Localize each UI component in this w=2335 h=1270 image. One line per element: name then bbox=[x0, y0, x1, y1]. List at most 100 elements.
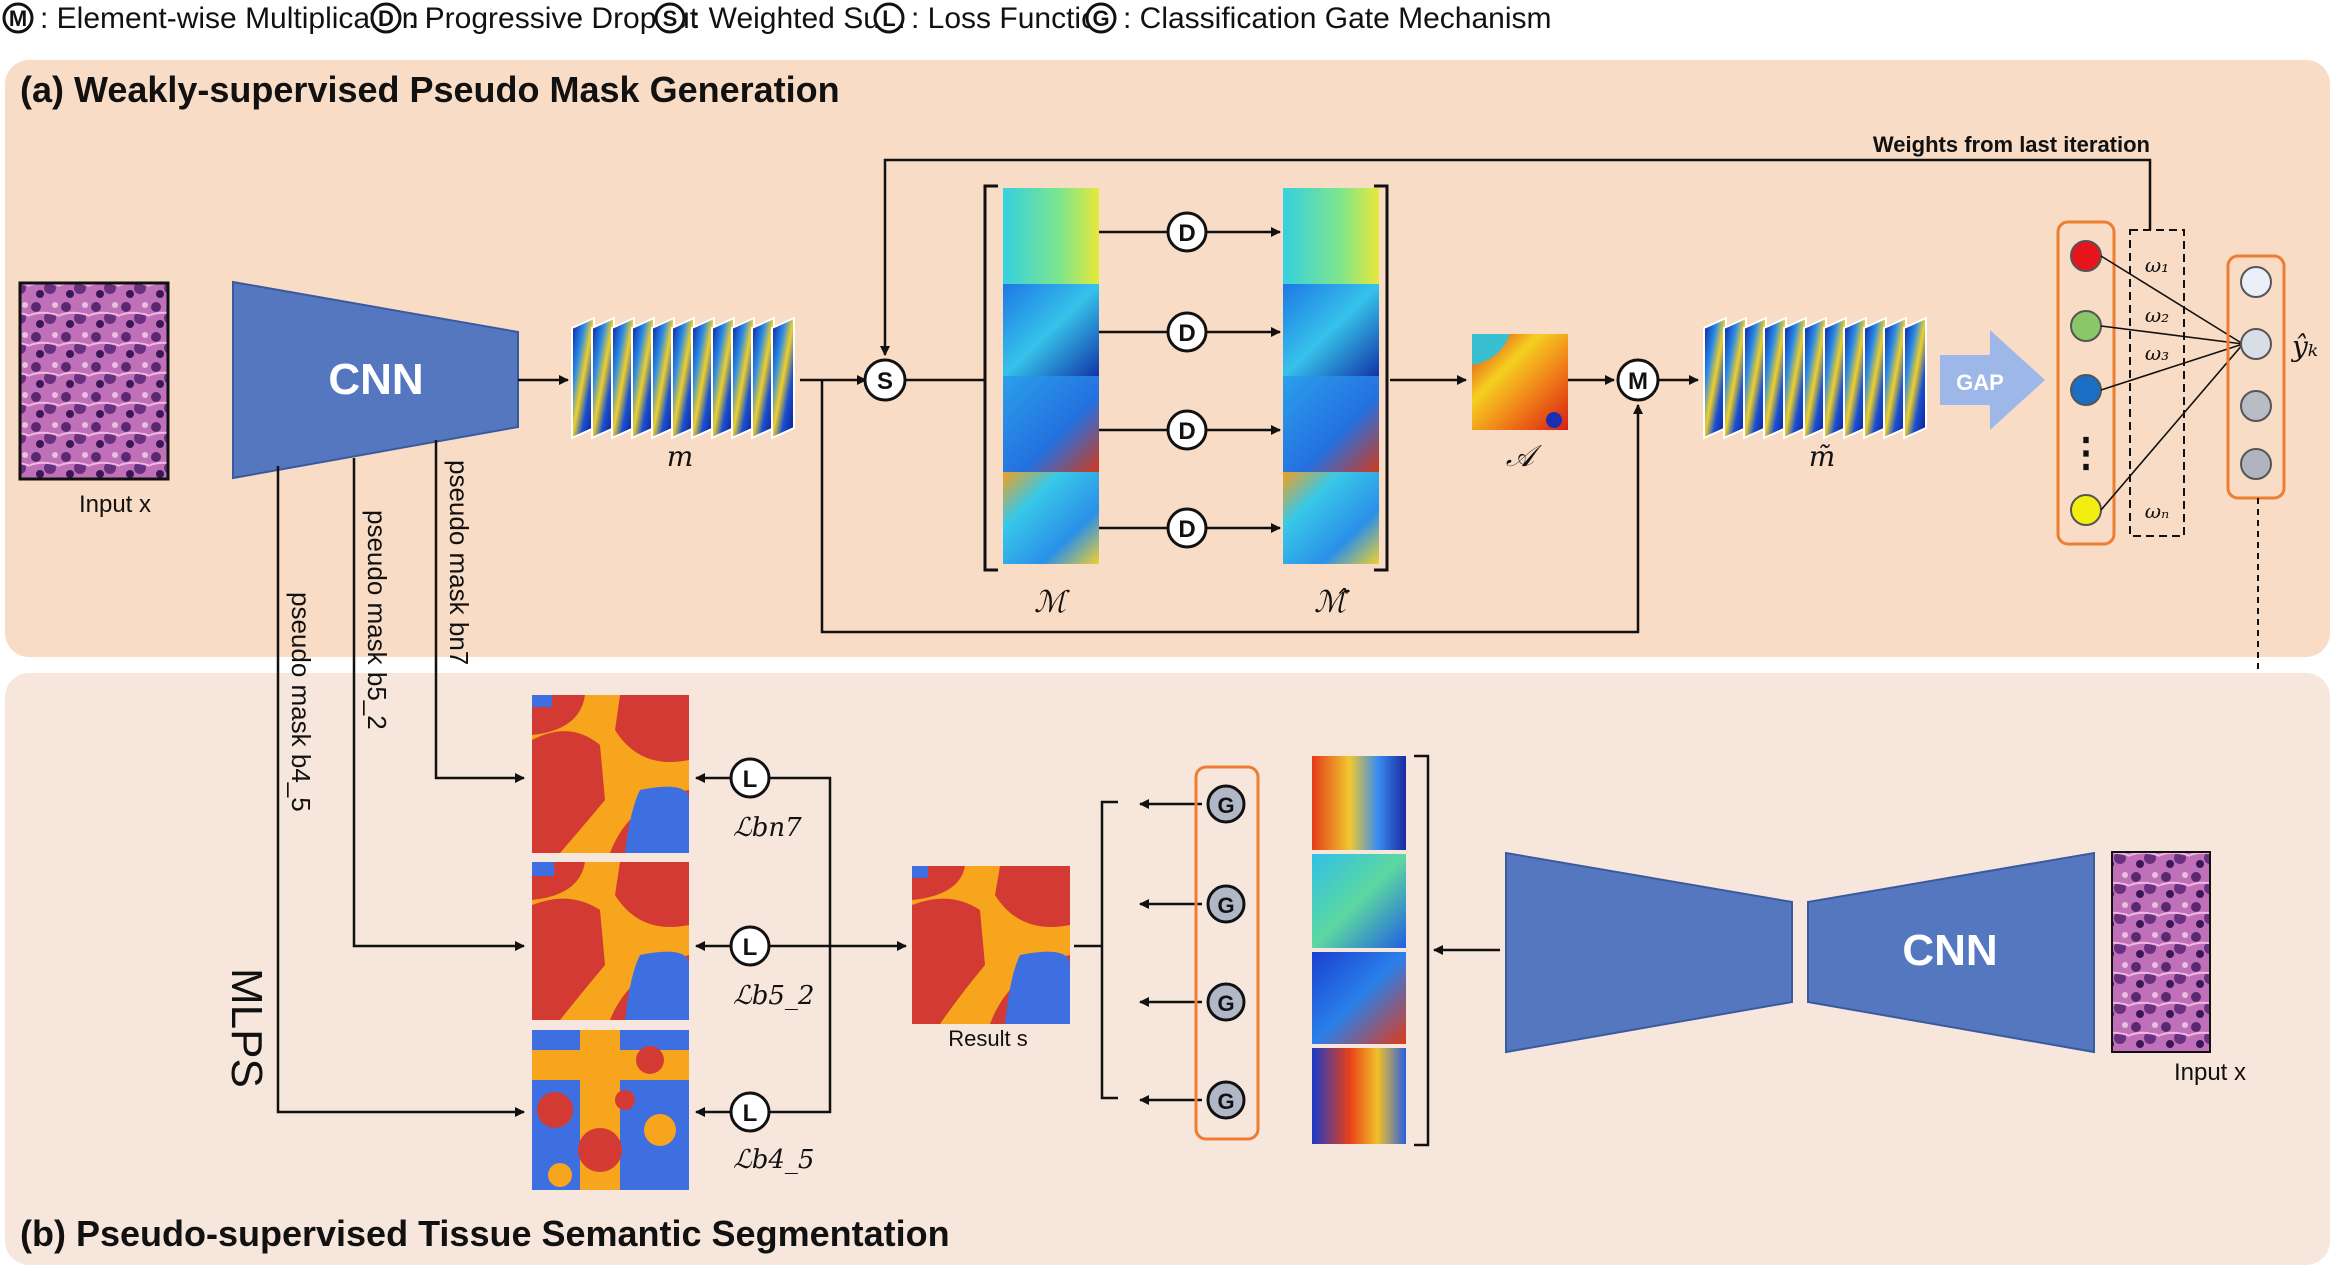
legend-item-weighted-sum: S : Weighted Sum bbox=[654, 2, 905, 35]
input-image-b: Input x bbox=[2111, 851, 2246, 1086]
svg-text:L: L bbox=[743, 766, 758, 793]
feedback-label: Weights from last iteration bbox=[1873, 132, 2150, 157]
dropout-row-2: D bbox=[1099, 311, 1281, 353]
svg-text:G: G bbox=[1217, 793, 1234, 818]
feature-node-3 bbox=[2070, 374, 2102, 406]
label-M-hat: ℳ̂ bbox=[1314, 585, 1350, 620]
result-label: Result s bbox=[948, 1026, 1027, 1051]
weight-n: ωₙ bbox=[2145, 499, 2169, 523]
feature-node-ellipsis: ⋮ bbox=[2066, 431, 2106, 475]
weighted-sum-node: S bbox=[863, 358, 907, 402]
feature-map-slice bbox=[1783, 316, 1807, 440]
pseudo-mask-b4-5 bbox=[532, 1030, 689, 1190]
cnn-label-a: CNN bbox=[328, 355, 423, 404]
feature-maps-m bbox=[571, 316, 795, 440]
cnn-encoder-a: CNN bbox=[232, 280, 519, 480]
feature-map-slice bbox=[1863, 316, 1887, 440]
weight-1: ω₁ bbox=[2145, 253, 2169, 277]
feature-node-column bbox=[2056, 220, 2116, 546]
feature-map-slice bbox=[1843, 316, 1867, 440]
panel-a-title: (a) Weakly-supervised Pseudo Mask Genera… bbox=[20, 69, 840, 110]
svg-text:D: D bbox=[1178, 320, 1195, 347]
legend-text: : Loss Function bbox=[911, 2, 1114, 35]
loss-label-bn7: ℒbn7 bbox=[733, 813, 802, 843]
pseudo-mask-b5-2 bbox=[532, 862, 689, 1020]
cnn-encoder-decoder-b: CNN bbox=[1505, 851, 2095, 1054]
feature-map-slice bbox=[1723, 316, 1747, 440]
svg-text:D: D bbox=[1178, 418, 1195, 445]
dropout-row-3: D bbox=[1099, 409, 1281, 451]
svg-text:L: L bbox=[743, 1100, 758, 1127]
feature-map-slice bbox=[1703, 316, 1727, 440]
input-image-a: Input x bbox=[18, 281, 170, 518]
loss-label-b5-2: ℒb5_2 bbox=[733, 981, 814, 1011]
dropout-row-1: D bbox=[1099, 211, 1281, 253]
svg-text:L: L bbox=[743, 934, 758, 961]
weight-2: ω₂ bbox=[2145, 303, 2169, 327]
attention-maps-M bbox=[1003, 188, 1099, 564]
pseudo-mask-bn7 bbox=[532, 695, 689, 853]
feature-map-slice bbox=[731, 316, 755, 440]
weights-box bbox=[2129, 229, 2185, 537]
attention-maps-M-hat bbox=[1283, 188, 1379, 564]
legend-text: : Weighted Sum bbox=[692, 2, 905, 35]
gate-arrows bbox=[1139, 799, 1202, 1105]
feature-map-slice bbox=[1903, 316, 1927, 440]
feature-map-slice bbox=[611, 316, 635, 440]
decoder-heatmaps bbox=[1312, 756, 1406, 1144]
panel-b-title: (b) Pseudo-supervised Tissue Semantic Se… bbox=[20, 1213, 950, 1254]
bracket-left bbox=[983, 184, 998, 572]
classifier-connections bbox=[2100, 255, 2244, 511]
feature-map-slice bbox=[771, 316, 795, 440]
svg-text:D: D bbox=[1178, 516, 1195, 543]
feature-map-slice bbox=[691, 316, 715, 440]
input-label-a: Input x bbox=[79, 491, 151, 518]
feature-node-n bbox=[2070, 494, 2102, 526]
gap-label: GAP bbox=[1956, 370, 2004, 395]
feature-map-slice bbox=[1763, 316, 1787, 440]
feature-node-2 bbox=[2070, 310, 2102, 342]
pseudo-mask-label-b4-5: pseudo mask b4_5 bbox=[286, 592, 316, 812]
feature-map-slice bbox=[571, 316, 595, 440]
label-m: m bbox=[667, 440, 694, 473]
legend-symbol: D bbox=[378, 6, 394, 31]
legend-text: : Progressive Dropout bbox=[408, 2, 699, 35]
loss-node-b4-5: L ℒb4_5 bbox=[695, 1091, 814, 1175]
feature-map-slice bbox=[591, 316, 615, 440]
svg-text:M: M bbox=[1628, 368, 1648, 395]
output-node-column bbox=[2226, 254, 2286, 500]
feature-map-slice bbox=[751, 316, 775, 440]
gate-node-4: G bbox=[1206, 1080, 1246, 1120]
label-m-tilde: m̃ bbox=[1809, 440, 1836, 473]
legend-item-dropout: D : Progressive Dropout bbox=[370, 2, 699, 35]
gap-arrow: GAP bbox=[1940, 330, 2045, 430]
feature-map-slice bbox=[631, 316, 655, 440]
panel-a-background bbox=[5, 60, 2330, 657]
result-mask bbox=[912, 866, 1070, 1024]
gate-node-1: G bbox=[1206, 784, 1246, 824]
result-bracket bbox=[1100, 800, 1118, 1100]
output-node-2 bbox=[2240, 328, 2272, 360]
feature-map-slice bbox=[1743, 316, 1767, 440]
feature-map-slice bbox=[711, 316, 735, 440]
label-M: ℳ bbox=[1034, 585, 1070, 620]
pseudo-mask-line-bn7 bbox=[434, 440, 525, 783]
loss-node-bn7: L ℒbn7 bbox=[695, 757, 802, 843]
mlps-label: MLPS bbox=[222, 968, 271, 1088]
feature-maps-m-tilde bbox=[1703, 316, 1927, 440]
output-node-1 bbox=[2240, 266, 2272, 298]
bypass-arrow-to-m-node bbox=[820, 380, 1643, 634]
dropout-row-4: D bbox=[1099, 507, 1281, 549]
multiplication-node: M bbox=[1616, 358, 1660, 402]
feature-map-slice bbox=[1803, 316, 1827, 440]
svg-text:G: G bbox=[1217, 893, 1234, 918]
feature-map-slice bbox=[651, 316, 675, 440]
legend-text: : Element-wise Multiplication bbox=[40, 2, 418, 35]
legend-item-gate: G : Classification Gate Mechanism bbox=[1085, 2, 1552, 35]
feature-map-slice bbox=[1823, 316, 1847, 440]
feature-node-1 bbox=[2070, 240, 2102, 272]
output-label: ŷₖ bbox=[2290, 330, 2318, 363]
svg-text:S: S bbox=[877, 368, 893, 395]
legend-text: : Classification Gate Mechanism bbox=[1123, 2, 1552, 35]
